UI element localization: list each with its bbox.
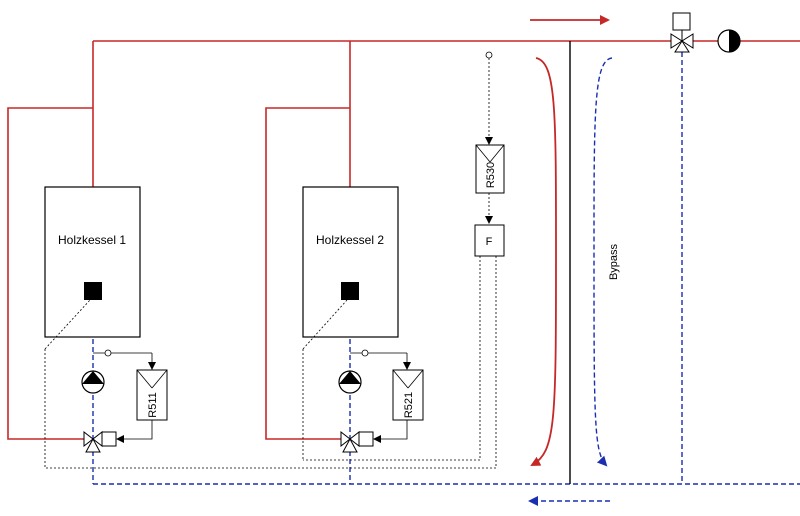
controller-label-r530: R530 (485, 162, 497, 188)
signal-line (373, 420, 408, 443)
sensor-icon (485, 51, 493, 145)
controller-box-r530 (475, 144, 505, 194)
signal-line (44, 299, 91, 468)
controller-label-r511: R511 (147, 392, 159, 417)
signal-line (302, 299, 348, 460)
pump-icon (717, 29, 741, 53)
boiler-2-label: Holzkessel 2 (316, 233, 384, 247)
controller-box-r521 (392, 369, 424, 421)
sensor-icon (350, 349, 411, 370)
boiler-2-controller-icon (341, 282, 359, 300)
flow-sensor-box (474, 224, 505, 257)
three-way-valve-icon (340, 430, 360, 453)
bypass-label: Bypass (608, 243, 620, 280)
actuator-icon (358, 431, 374, 447)
pump-icon (338, 370, 362, 394)
sensor-icon (93, 349, 156, 370)
signal-line (45, 256, 497, 469)
flow-arrow-icon (530, 57, 557, 466)
three-way-valve-icon (670, 33, 694, 53)
pump-icon (81, 370, 105, 394)
three-way-valve-icon (83, 430, 103, 453)
boiler-2 (302, 186, 399, 338)
controller-label-r521: R521 (403, 392, 415, 418)
flow-sensor-label: F (486, 236, 493, 248)
signal-line (116, 420, 153, 443)
boiler-1-label: Holzkessel 1 (58, 233, 126, 247)
return-piping (92, 339, 800, 485)
actuator-icon (101, 431, 117, 447)
actuator-icon (672, 12, 691, 31)
boiler-1 (44, 186, 141, 338)
boiler-1-controller-icon (84, 282, 102, 300)
